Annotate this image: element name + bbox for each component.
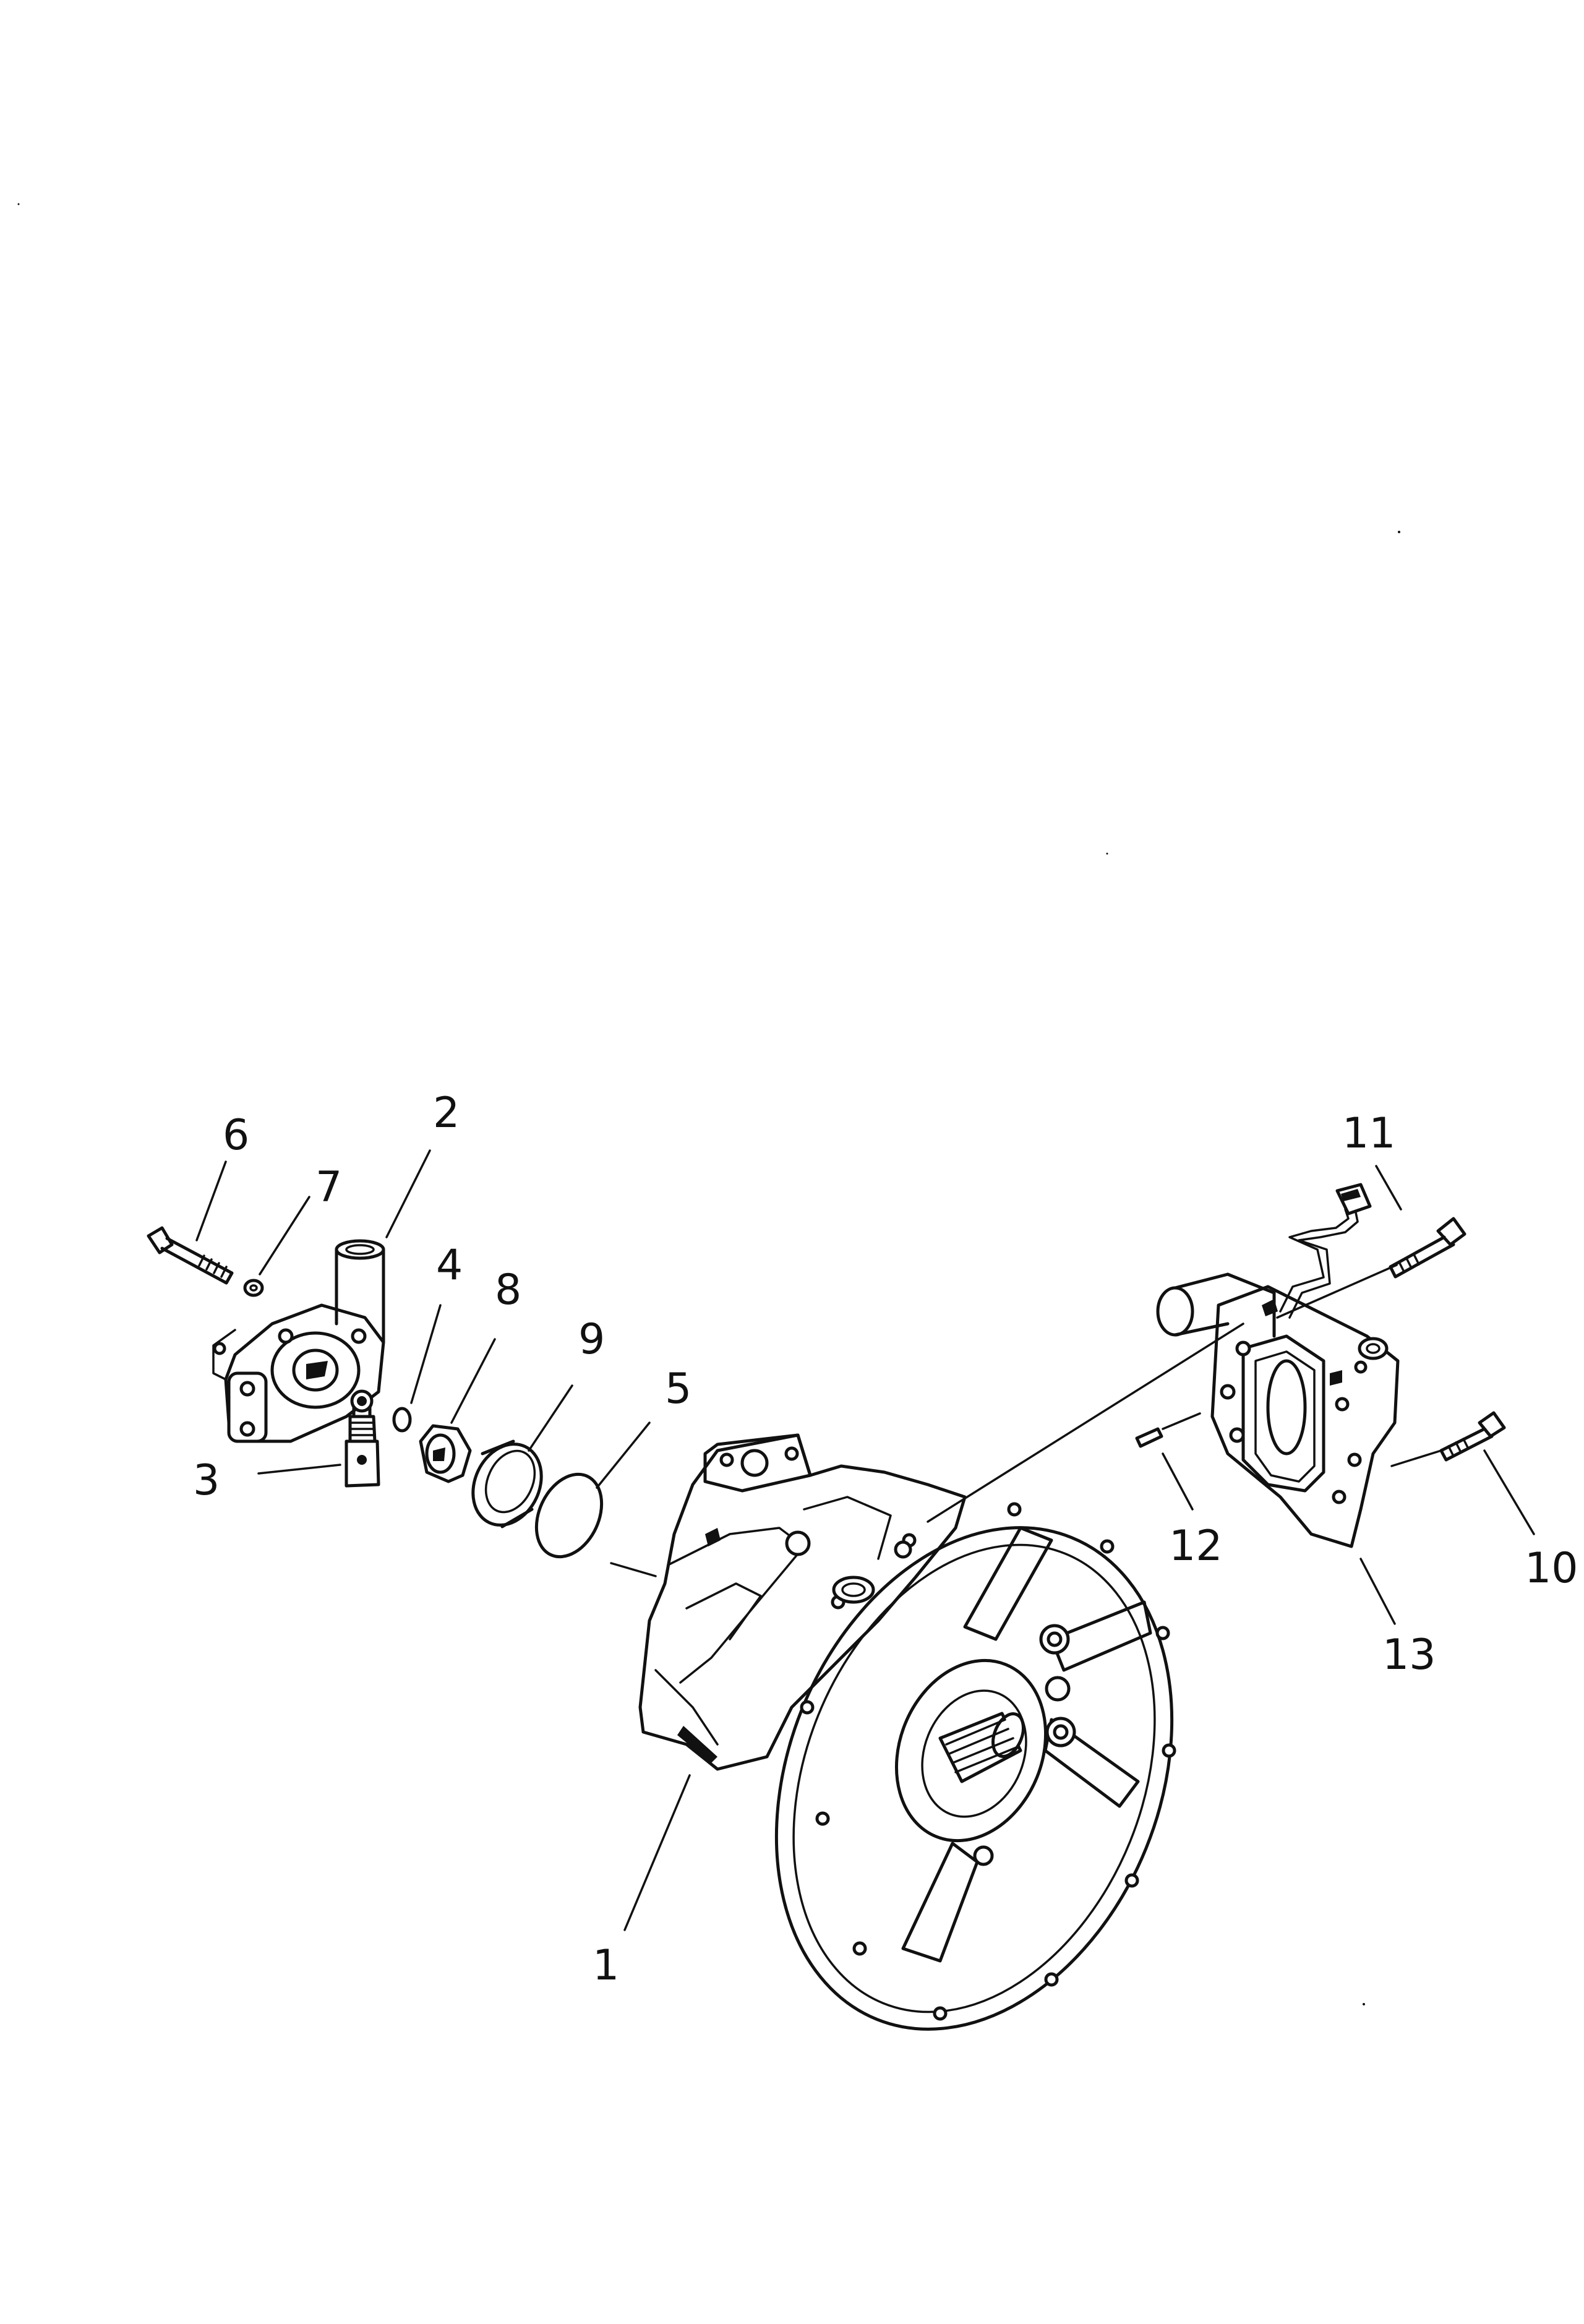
part-10-bolt bbox=[1439, 1411, 1506, 1462]
callout-10: 10 bbox=[1525, 1544, 1578, 1593]
part-6-bolt bbox=[147, 1226, 234, 1285]
part-9-ring bbox=[471, 1439, 543, 1529]
part-1-pump-assembly bbox=[638, 1433, 1176, 2031]
callout-2: 2 bbox=[433, 1089, 460, 1138]
callout-1: 1 bbox=[593, 1941, 619, 1990]
leader-lines bbox=[610, 1264, 1442, 1577]
part-13-regulator bbox=[1156, 1272, 1400, 1548]
part-12-pin bbox=[1135, 1427, 1163, 1448]
callout-4: 4 bbox=[436, 1241, 463, 1290]
callout-11: 11 bbox=[1342, 1109, 1396, 1158]
callout-12: 12 bbox=[1169, 1522, 1223, 1571]
part-5-o-ring bbox=[534, 1472, 604, 1559]
callout-9: 9 bbox=[578, 1315, 605, 1364]
callout-5: 5 bbox=[665, 1365, 691, 1413]
callout-6: 6 bbox=[223, 1111, 249, 1160]
scan-specks bbox=[17, 203, 1400, 2005]
flange-bolt-holes bbox=[800, 1502, 1176, 2021]
callout-13: 13 bbox=[1382, 1631, 1436, 1679]
part-4-o-ring bbox=[392, 1407, 412, 1433]
part-8-piston bbox=[419, 1424, 472, 1483]
part-11-bolt bbox=[1389, 1217, 1466, 1279]
wiring-harness bbox=[1279, 1183, 1372, 1319]
callout-pointers bbox=[195, 1149, 1535, 1931]
callout-8: 8 bbox=[495, 1266, 521, 1314]
callout-7: 7 bbox=[315, 1163, 342, 1212]
callout-labels: 1 2 3 4 5 6 7 8 9 10 11 12 13 bbox=[193, 1089, 1578, 1990]
part-2-tube-housing bbox=[335, 1239, 385, 1344]
left-regulator-body bbox=[212, 1303, 385, 1443]
part-7-washer bbox=[243, 1279, 264, 1297]
callout-3: 3 bbox=[193, 1456, 220, 1505]
